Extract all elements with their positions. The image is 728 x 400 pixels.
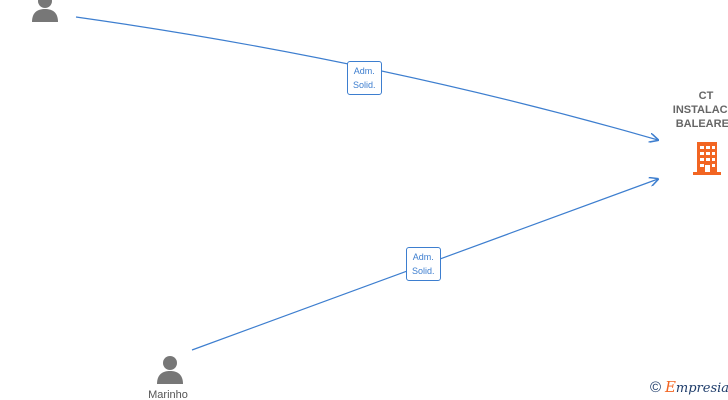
brand-name: mpresia [675,381,728,396]
edge-label-line: Solid. [412,266,435,276]
empresia-watermark: © Empresia [650,378,728,396]
brand-initial: E [664,378,676,396]
company-name-line: INSTALACIO [672,104,728,116]
company-name-line: BALEARES [675,118,728,130]
building-icon[interactable] [691,140,723,176]
company-name-line: CT [698,90,714,102]
person-icon[interactable] [30,0,60,22]
company-name[interactable]: CT INSTALACIO BALEARES [651,89,728,131]
edge-label-bottom[interactable]: Adm. Solid. [406,247,441,281]
edge-label-line: Solid. [353,80,376,90]
copyright-symbol: © [650,379,662,396]
person-name-marinho[interactable]: Marinho [148,389,188,400]
edge-label-line: Adm. [353,66,375,76]
edge-label-top[interactable]: Adm. Solid. [347,61,382,95]
person-icon[interactable] [155,354,185,384]
edge-label-line: Adm. [412,252,434,262]
